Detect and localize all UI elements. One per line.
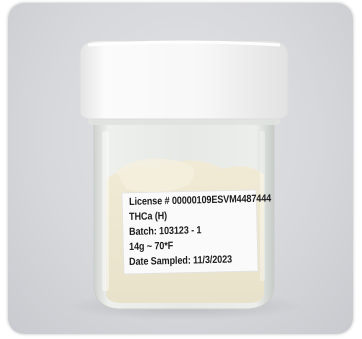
weight-temperature: 14g ~ 70*F xyxy=(129,239,174,253)
date-sampled: Date Sampled: 11/3/2023 xyxy=(129,253,233,268)
batch-number: Batch: 103123 - 1 xyxy=(129,224,202,238)
photo-frame: License # 00000109ESVM4487444 THCa (H) B… xyxy=(8,3,353,334)
product-jar-photo xyxy=(66,40,302,320)
lid-top-edge xyxy=(87,40,281,47)
label-paper xyxy=(121,189,259,275)
white-lid xyxy=(79,40,289,120)
glass-highlight-right xyxy=(260,131,265,281)
glass-highlight-left xyxy=(102,131,109,291)
product-name: THCa (H) xyxy=(129,210,168,223)
powder-clump xyxy=(116,158,195,193)
